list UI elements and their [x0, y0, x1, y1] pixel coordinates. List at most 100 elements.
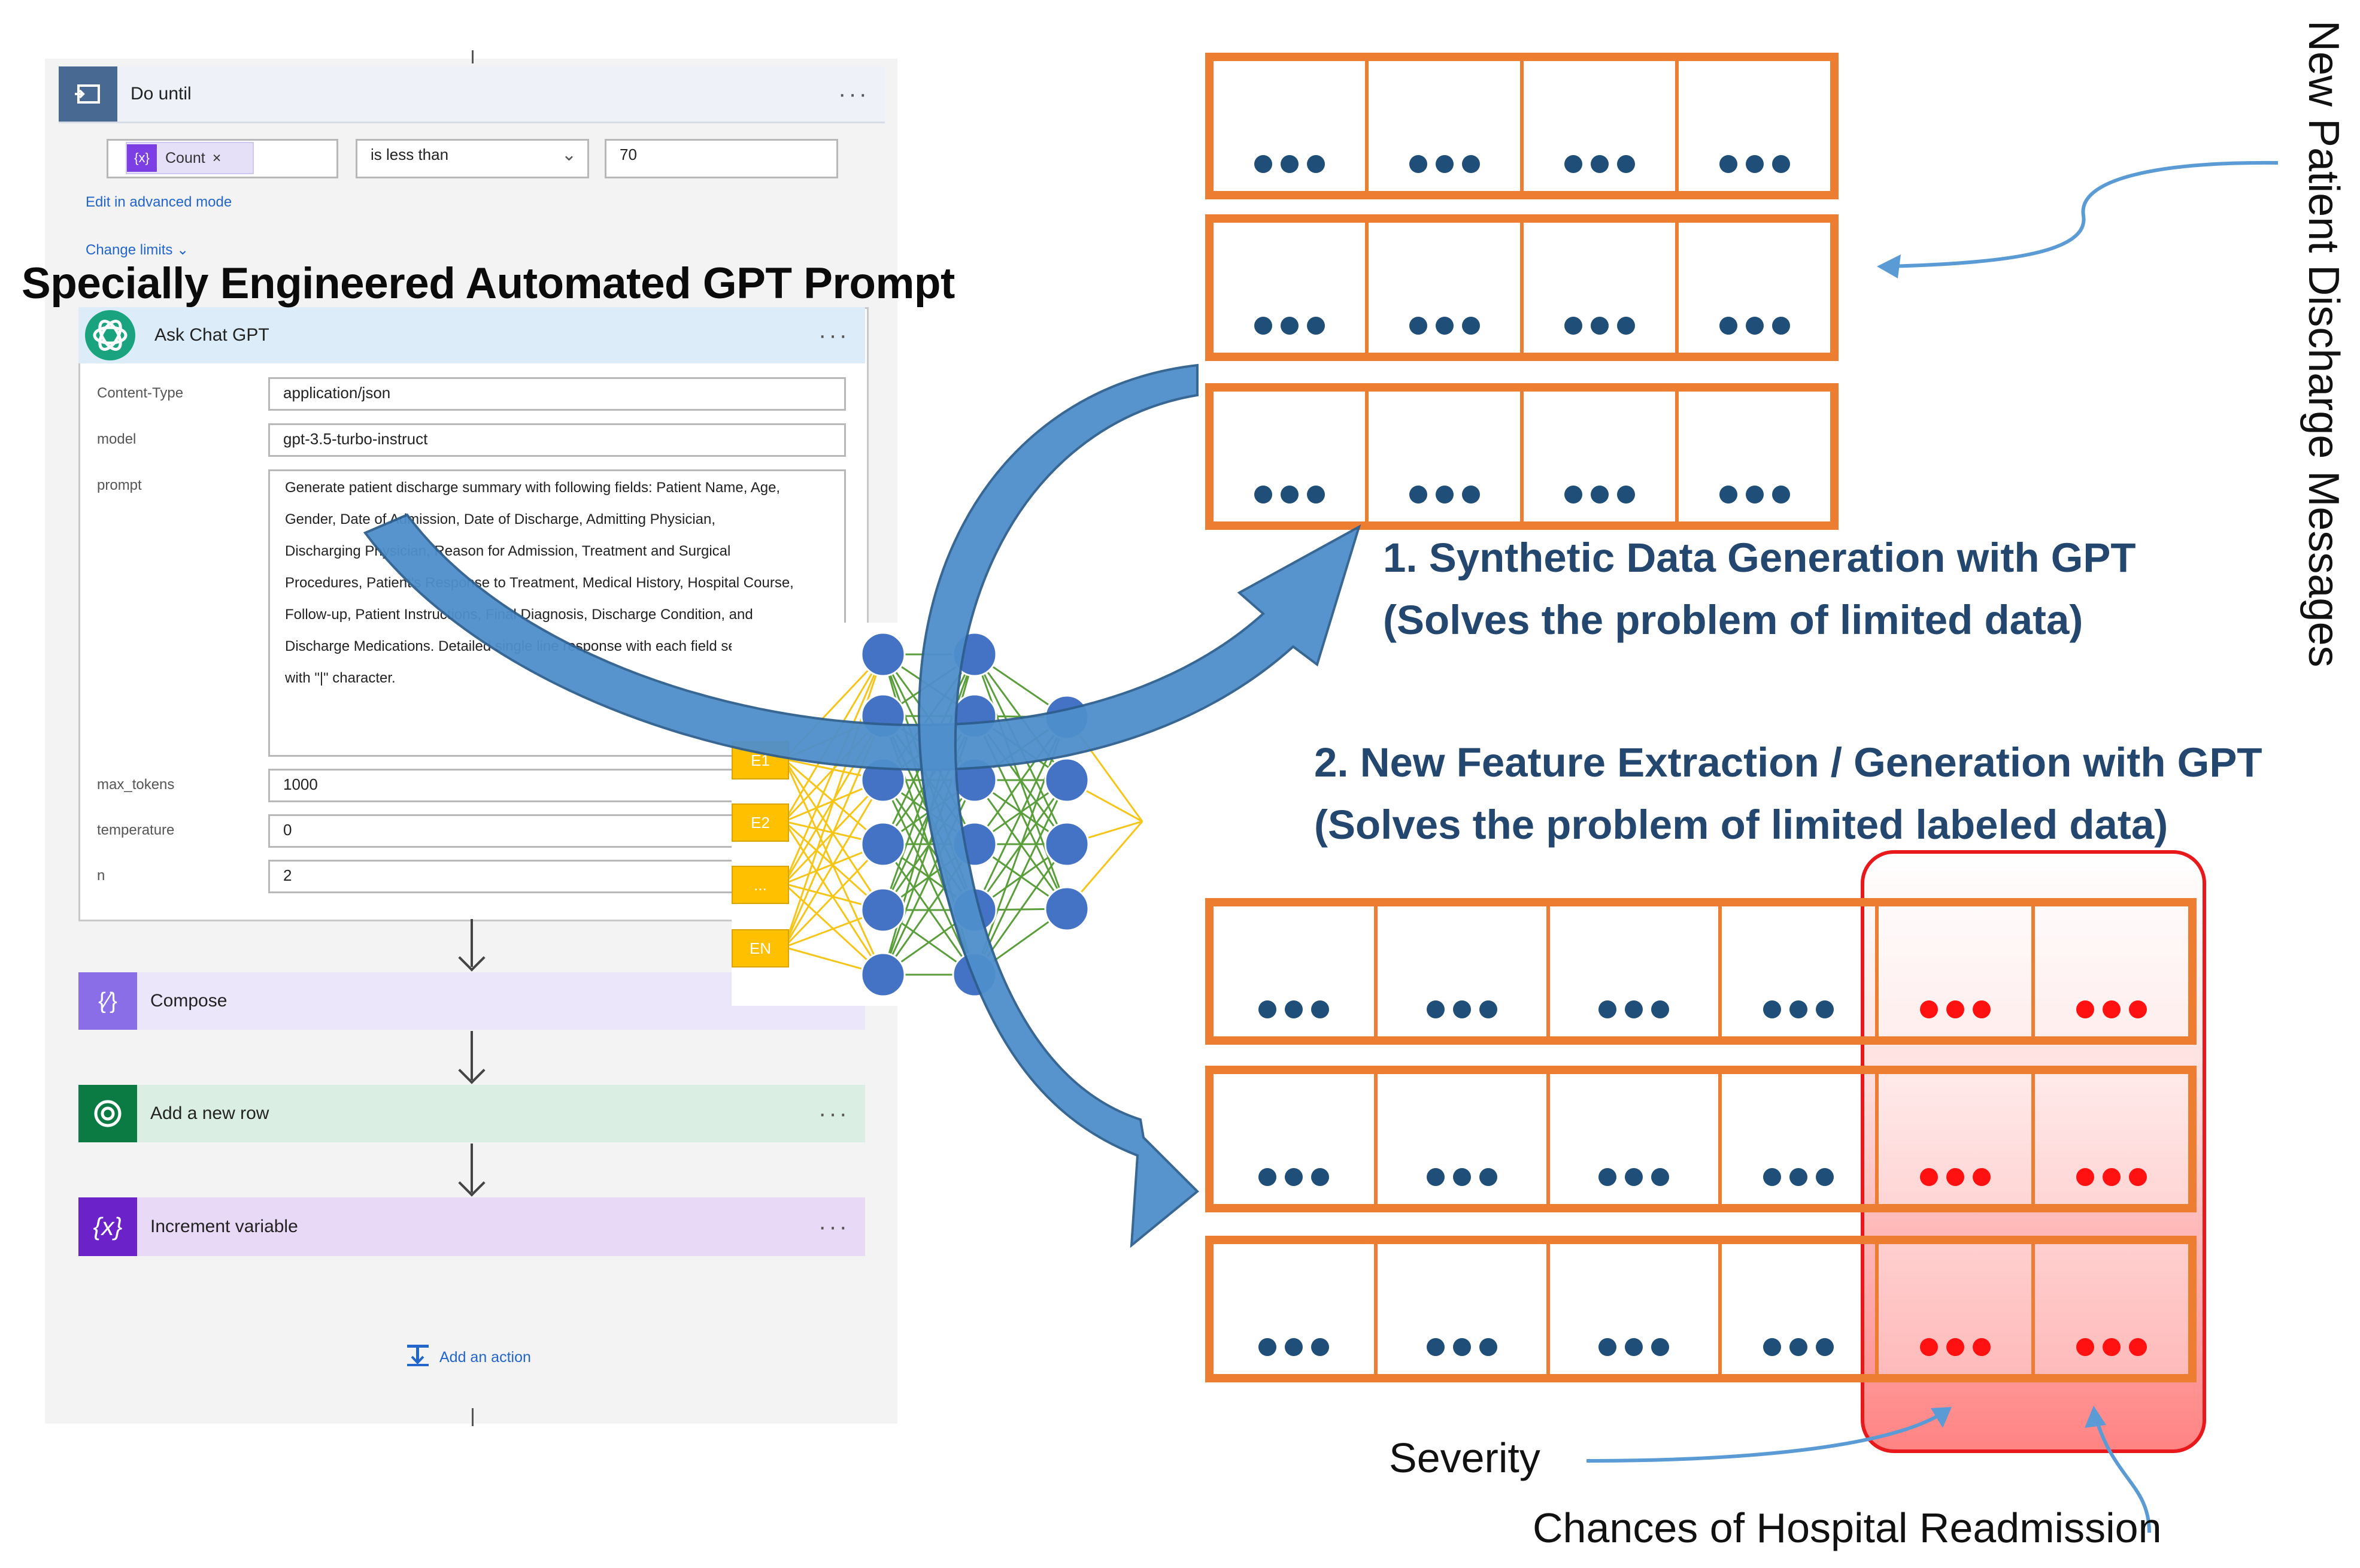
ellipsis-dot	[1616, 155, 1635, 173]
table-cell	[1524, 223, 1679, 353]
ellipsis-dot	[1435, 155, 1454, 173]
table-row	[1205, 53, 1839, 199]
ellipsis-dot	[1789, 1000, 1807, 1018]
ellipsis-dot	[2076, 1168, 2095, 1186]
table-row	[1205, 1066, 2197, 1212]
ellipsis-dot	[1771, 486, 1790, 504]
prompt-line: Generate patient discharge summary with …	[285, 480, 781, 496]
ellipsis-dot	[1285, 1168, 1303, 1186]
content-type-value: application/json	[283, 384, 391, 402]
ellipsis-dot	[1590, 155, 1609, 173]
ellipsis-dot	[1763, 1000, 1781, 1018]
ellipsis-icon	[1564, 317, 1635, 335]
ellipsis-dot	[1435, 317, 1454, 335]
ellipsis-dot	[1306, 155, 1325, 173]
max-tokens-value: 1000	[283, 775, 318, 793]
feature-cell	[1878, 1074, 2036, 1204]
network-input-node: ...	[732, 866, 789, 904]
more-options-icon[interactable]: ···	[818, 322, 850, 348]
table-cell	[1378, 1244, 1550, 1374]
ellipsis-dot	[1280, 155, 1299, 173]
ellipsis-dot	[1479, 1338, 1498, 1356]
table-cell	[1524, 392, 1679, 521]
table-row	[1205, 1236, 2197, 1382]
add-row-title: Add a new row	[150, 1103, 269, 1123]
temperature-value: 0	[283, 821, 292, 839]
ellipsis-icon	[1427, 1000, 1498, 1018]
table-cell	[1369, 223, 1524, 353]
ellipsis-dot	[1598, 1338, 1617, 1356]
ellipsis-dot	[1789, 1168, 1807, 1186]
increment-variable-card[interactable]: {x} Increment variable ···	[78, 1197, 865, 1256]
table-cell	[1524, 61, 1679, 191]
ellipsis-dot	[1590, 486, 1609, 504]
ellipsis-dot	[1409, 486, 1427, 504]
edit-advanced-link[interactable]: Edit in advanced mode	[86, 194, 232, 210]
ask-chat-gpt-header[interactable]: Ask Chat GPT ···	[78, 307, 865, 363]
condition-value-field[interactable]: 70	[605, 139, 838, 178]
table-cell	[1550, 1074, 1722, 1204]
ellipsis-icon	[1763, 1168, 1834, 1186]
change-limits-link[interactable]: Change limits ⌄	[86, 241, 189, 259]
prompt-line: Discharging Physician, Reason for Admiss…	[285, 543, 731, 559]
ellipsis-dot	[1745, 486, 1764, 504]
more-options-icon[interactable]: ···	[838, 80, 869, 107]
ellipsis-icon	[1719, 317, 1790, 335]
ellipsis-dot	[1479, 1000, 1498, 1018]
ellipsis-dot	[1946, 1168, 1964, 1186]
ellipsis-dot	[2103, 1000, 2121, 1018]
ellipsis-icon	[1763, 1000, 1834, 1018]
do-until-title: Do until	[131, 84, 192, 104]
ellipsis-dot	[1461, 486, 1480, 504]
ellipsis-dot	[1311, 1338, 1330, 1356]
prompt-text: Generate patient discharge summary with …	[285, 472, 794, 694]
ellipsis-dot	[1306, 486, 1325, 504]
table-row	[1205, 383, 1839, 530]
ellipsis-icon	[1258, 1338, 1330, 1356]
table-cell	[1214, 61, 1369, 191]
ellipsis-dot	[1254, 155, 1272, 173]
table-cell	[1679, 223, 1830, 353]
add-action-icon	[405, 1343, 431, 1372]
chevron-down-icon: ⌄	[561, 145, 577, 165]
ellipsis-icon	[1763, 1338, 1834, 1356]
model-label: model	[97, 431, 136, 447]
ellipsis-dot	[1258, 1338, 1277, 1356]
token-remove-icon[interactable]: ×	[212, 149, 222, 166]
ellipsis-dot	[1461, 155, 1480, 173]
ellipsis-dot	[1763, 1168, 1781, 1186]
ellipsis-dot	[1306, 317, 1325, 335]
add-action-button[interactable]: Add an action	[405, 1343, 531, 1372]
ellipsis-dot	[1946, 1000, 1964, 1018]
synthetic-label: 1. Synthetic Data Generation with GPT (S…	[1383, 527, 2136, 651]
more-options-icon[interactable]: ···	[818, 1100, 850, 1127]
table-cell	[1378, 906, 1550, 1036]
count-token[interactable]: {x} Count ×	[126, 142, 254, 174]
model-field[interactable]: gpt-3.5-turbo-instruct	[268, 423, 846, 457]
ellipsis-dot	[1453, 1338, 1472, 1356]
loop-icon	[59, 66, 117, 122]
condition-value: 70	[620, 145, 637, 163]
ellipsis-dot	[1972, 1168, 1991, 1186]
content-type-field[interactable]: application/json	[268, 377, 846, 411]
ellipsis-icon	[1254, 317, 1325, 335]
flow-connector	[471, 919, 473, 967]
ellipsis-icon	[1427, 1338, 1498, 1356]
ellipsis-dot	[1564, 317, 1582, 335]
add-action-label: Add an action	[439, 1349, 531, 1366]
ellipsis-dot	[2129, 1338, 2147, 1356]
do-until-header[interactable]: Do until ···	[59, 66, 885, 123]
ellipsis-dot	[1564, 155, 1582, 173]
feature-label-line1: 2. New Feature Extraction / Generation w…	[1314, 739, 2262, 785]
feature-label-line2: (Solves the problem of limited labeled d…	[1314, 802, 2168, 848]
ellipsis-dot	[1427, 1168, 1445, 1186]
table-cell	[1378, 1074, 1550, 1204]
table-cell	[1214, 1244, 1378, 1374]
ellipsis-dot	[1258, 1168, 1277, 1186]
ellipsis-dot	[2129, 1000, 2147, 1018]
more-options-icon[interactable]: ···	[818, 1213, 850, 1240]
operator-select[interactable]: is less than ⌄	[356, 139, 589, 178]
add-row-card[interactable]: Add a new row ···	[78, 1085, 865, 1142]
ellipsis-dot	[1435, 486, 1454, 504]
